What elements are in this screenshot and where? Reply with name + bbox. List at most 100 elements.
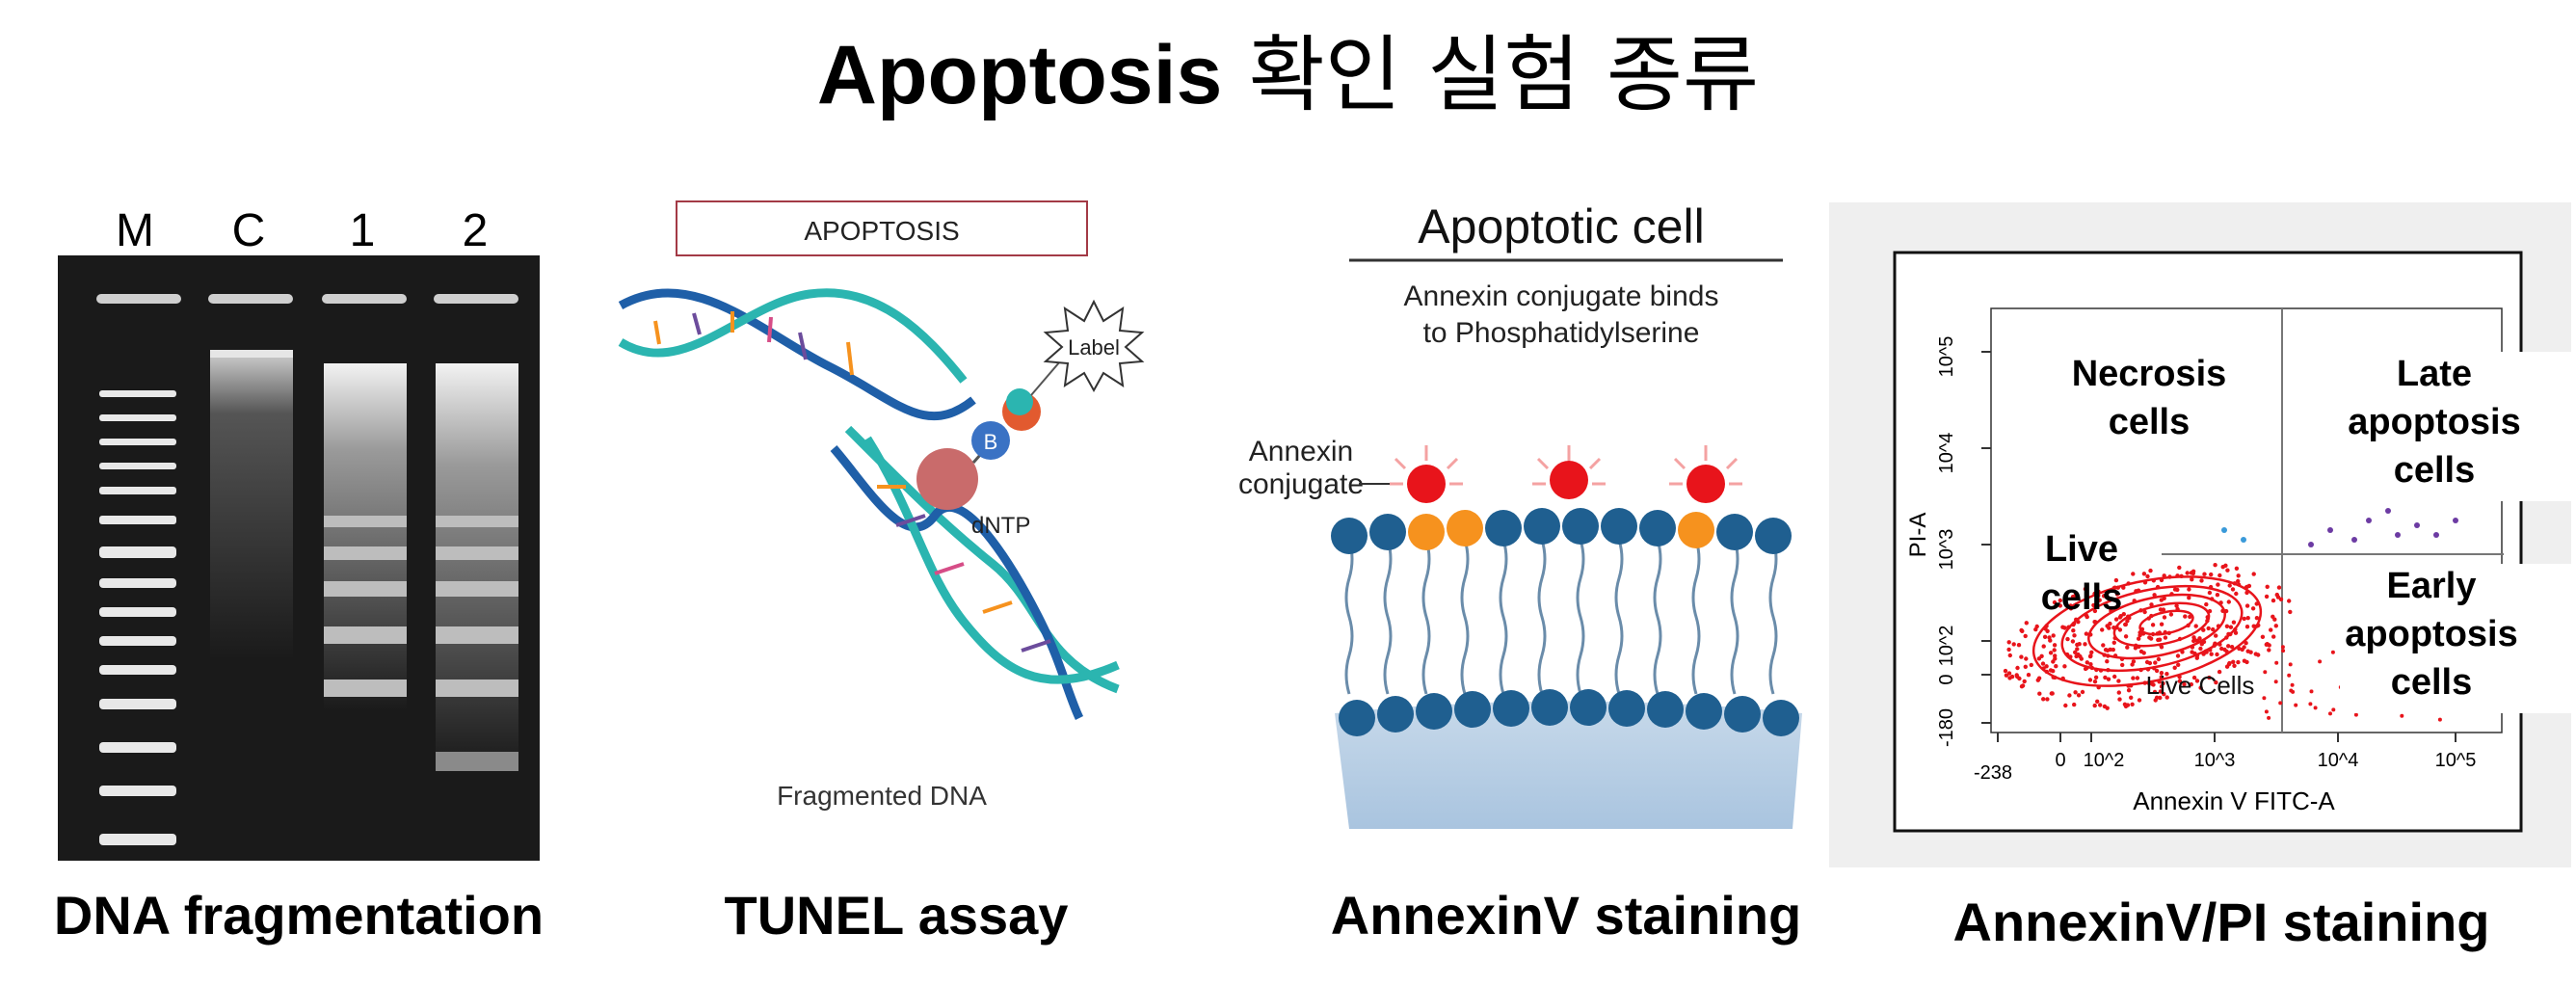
scatter-dot	[2095, 699, 2100, 704]
scatter-dot	[2048, 651, 2054, 655]
late-line3: cells	[2394, 450, 2476, 491]
scatter-dot	[2230, 587, 2236, 592]
scatter-dot	[2263, 670, 2268, 675]
dna-helix-lower	[830, 425, 1120, 721]
scatter-dot	[2231, 620, 2237, 625]
scatter-dot	[2083, 586, 2088, 592]
scatter-dot	[2176, 662, 2181, 667]
scatter-dot	[2287, 673, 2292, 678]
scatter-dot	[2177, 565, 2182, 571]
scatter-dot	[2219, 646, 2224, 652]
y-tick-0: 0	[1936, 674, 1957, 684]
scatter-dot	[2078, 653, 2083, 659]
control-lane-smear	[210, 352, 293, 660]
scatter-dot	[2437, 717, 2442, 722]
scatter-dot	[2072, 702, 2077, 707]
scatter-dot	[2101, 594, 2107, 599]
scatter-dot	[2162, 692, 2166, 697]
x-tick-1e2: 10^2	[2084, 750, 2125, 771]
gel-image: M C 1 2	[58, 205, 540, 861]
scatter-dot	[2209, 572, 2214, 577]
scatter-dot	[2216, 582, 2220, 587]
scatter-dot	[2023, 633, 2028, 639]
x-tick-1e4: 10^4	[2318, 750, 2359, 771]
scatter-dot	[2164, 672, 2169, 677]
scatter-dot	[2191, 675, 2197, 680]
late-line1: Late	[2397, 354, 2472, 394]
annexin-conjugate-2: conjugate	[1238, 468, 1364, 500]
scatter-dot	[2187, 596, 2191, 600]
scatter-dot	[2097, 598, 2102, 602]
scatter-dot	[2288, 609, 2293, 615]
scatter-dot	[2123, 622, 2128, 627]
scatter-dot	[2019, 627, 2024, 633]
scatter-dot	[2217, 669, 2222, 675]
scatter-dot	[2164, 695, 2169, 700]
scatter-dot	[2328, 711, 2332, 716]
scatter-dot	[2182, 681, 2187, 687]
scatter-dot	[2256, 653, 2261, 657]
scatter-dot	[2172, 665, 2177, 670]
scatter-dot	[2215, 652, 2219, 657]
scatter-dot	[2105, 659, 2110, 664]
scatter-dot	[2141, 572, 2147, 576]
scatter-dot	[2006, 647, 2011, 653]
scatter-dot	[2236, 578, 2241, 584]
scatter-dot	[2116, 690, 2121, 695]
y-tick-neg180: -180	[1936, 708, 1957, 747]
annexin-panel: Apoptotic cell Annexin conjugate binds t…	[1205, 193, 1821, 829]
scatter-dot	[2244, 625, 2250, 629]
scatter-dot	[2003, 668, 2008, 674]
scatter-dot	[2052, 648, 2057, 653]
scatter-dot	[2015, 665, 2020, 671]
scatter-dot	[2060, 625, 2065, 629]
late-line2: apoptosis	[2348, 402, 2520, 442]
necrosis-line1: Necrosis	[2072, 354, 2227, 394]
annexin-heading: Apoptotic cell	[1418, 200, 1704, 253]
density-contours	[2032, 575, 2263, 687]
y-tick-1e4: 10^4	[1936, 433, 1957, 474]
scatter-dot	[2116, 679, 2121, 683]
scatter-dot	[2232, 663, 2237, 668]
lane-label-1: 1	[350, 205, 376, 256]
scatter-dot	[2189, 681, 2193, 687]
label-molecule-top	[1006, 388, 1033, 415]
scatter-dot	[2048, 638, 2053, 643]
scatter-dot	[2135, 676, 2140, 680]
scatter-dot	[2153, 660, 2158, 665]
scatter-dot	[2051, 633, 2056, 638]
scatter-dot	[2280, 645, 2285, 650]
scatter-dot	[2150, 623, 2156, 627]
scatter-dot	[2233, 630, 2239, 635]
scatter-dot	[2215, 593, 2220, 598]
marker-lane	[99, 390, 176, 845]
x-axis-label: Annexin V FITC-A	[2133, 786, 2335, 815]
scatter-dot	[2080, 689, 2085, 695]
scatter-dot	[2294, 703, 2298, 707]
scatter-dot	[2262, 696, 2267, 701]
scatter-dot	[2089, 650, 2094, 654]
scatter-dot	[2161, 680, 2165, 686]
live-line2: cells	[2041, 577, 2123, 618]
scatter-dot	[2105, 624, 2110, 628]
scatter-dot	[2129, 695, 2134, 700]
scatter-dot	[2073, 650, 2078, 654]
scatter-dot	[2242, 616, 2246, 622]
scatter-dot	[2123, 634, 2129, 639]
scatter-dot	[2125, 645, 2130, 650]
necrosis-line2: cells	[2109, 402, 2191, 442]
scatter-dot	[2117, 697, 2122, 702]
scatter-dot	[2023, 664, 2028, 669]
scatter-dot	[2004, 673, 2009, 678]
inner-lipid-heads	[1339, 689, 1799, 736]
scatter-dot	[2159, 671, 2164, 676]
scatter-dot	[2138, 649, 2144, 654]
scatter-dot	[2014, 673, 2019, 678]
scatter-dot	[2273, 624, 2278, 628]
biotin-sphere	[971, 421, 1010, 460]
scatter-dot	[2105, 648, 2111, 653]
y-axis-ticks	[1981, 351, 1991, 724]
scatter-dot	[2045, 697, 2050, 702]
y-tick-1e3: 10^3	[1936, 529, 1957, 571]
scatter-dot	[2071, 628, 2076, 633]
